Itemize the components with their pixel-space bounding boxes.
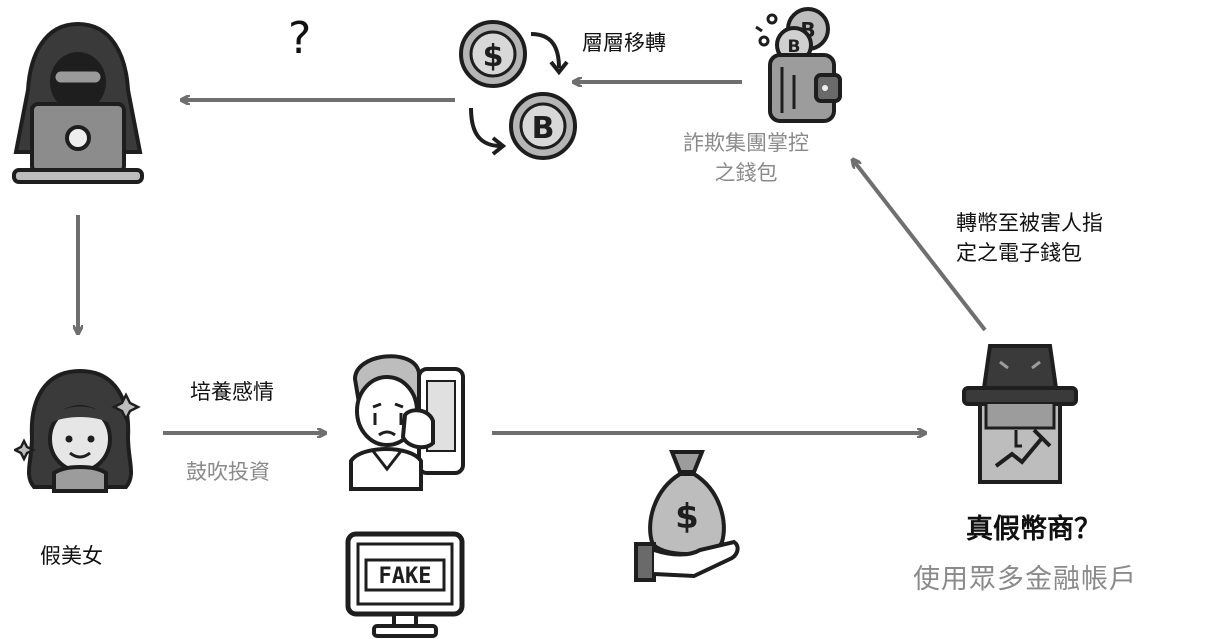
svg-text:$: $ bbox=[675, 497, 699, 537]
victim-crying-with-phone-icon bbox=[349, 354, 465, 491]
svg-text:B: B bbox=[788, 37, 801, 57]
crypto-wallet-icon: B B bbox=[755, 7, 842, 123]
top-question-mark: ? bbox=[288, 13, 312, 64]
scam-wallet-label-line2: 之錢包 bbox=[714, 161, 778, 185]
fake-beauty-label: 假美女 bbox=[40, 544, 103, 568]
arrow-merchant-to-wallet bbox=[853, 160, 987, 332]
fake-beauty-avatar-icon bbox=[14, 368, 141, 493]
svg-text:B: B bbox=[532, 111, 555, 146]
merchant-question-label: 真假幣商？ bbox=[966, 514, 1101, 545]
transfer-to-wallet-label: 轉幣至被害人指 定之電子錢包 bbox=[956, 208, 1103, 268]
scam-wallet-label-line1: 詐欺集團掌控 bbox=[683, 131, 809, 155]
suspicious-merchant-icon bbox=[962, 344, 1078, 484]
fake-screen-text: FAKE bbox=[379, 564, 432, 589]
svg-text:$: $ bbox=[483, 39, 504, 74]
scam-wallet-label: 詐欺集團掌控 之錢包 bbox=[666, 128, 826, 188]
money-bag-hand-icon: $ bbox=[634, 450, 740, 582]
promote-investment-label: 鼓吹投資 bbox=[186, 460, 270, 484]
transfer-to-wallet-line2: 定之電子錢包 bbox=[956, 241, 1082, 265]
exchange-coins-icon: $ B bbox=[459, 20, 577, 160]
hacker-icon bbox=[12, 21, 144, 184]
cultivate-label: 培養感情 bbox=[190, 380, 274, 404]
fake-monitor-icon: FAKE bbox=[345, 531, 465, 638]
transfer-to-wallet-line1: 轉幣至被害人指 bbox=[956, 211, 1103, 235]
merchant-sub-label: 使用眾多金融帳戶 bbox=[913, 564, 1137, 595]
transfer-label: 層層移轉 bbox=[582, 31, 666, 55]
